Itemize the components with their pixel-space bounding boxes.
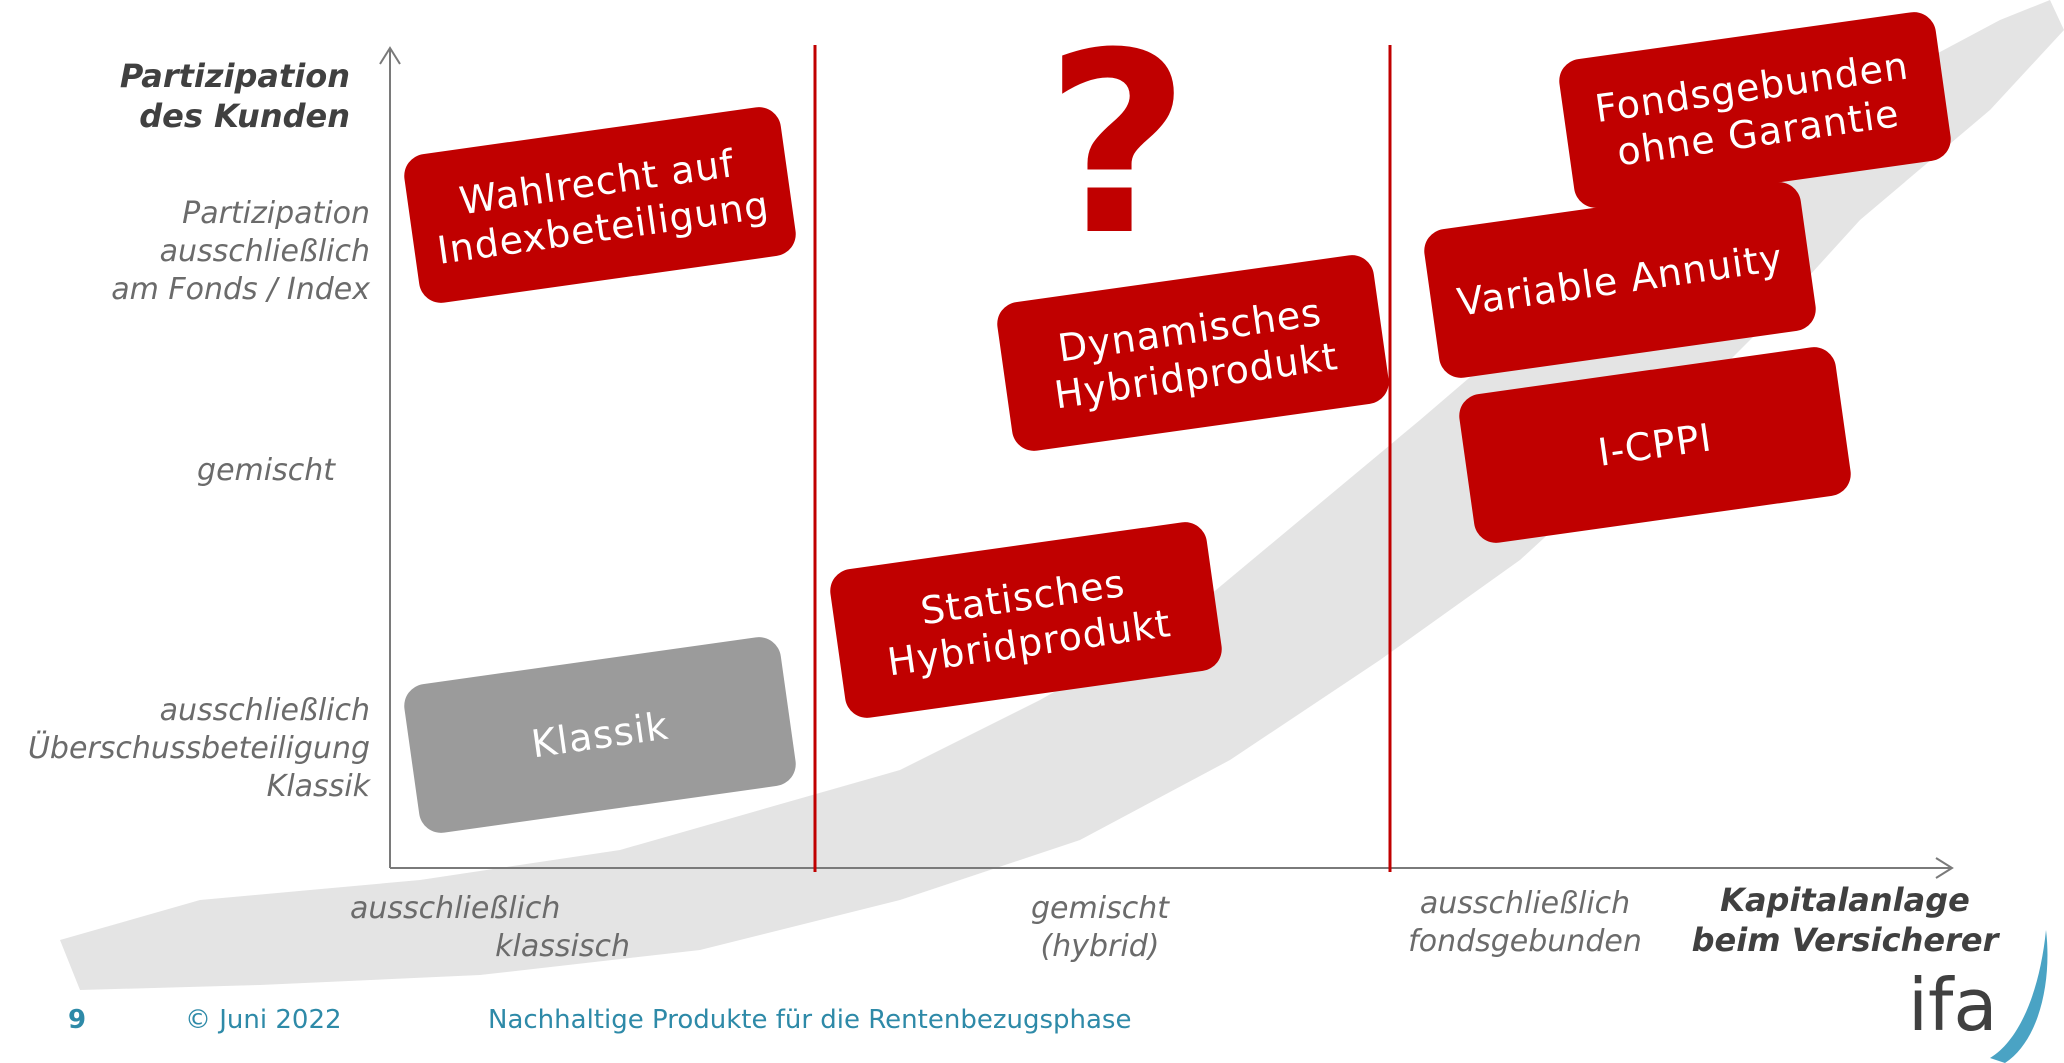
y-axis-title: Partizipation des Kunden xyxy=(119,57,350,135)
footer-title: Nachhaltige Produkte für die Rentenbezug… xyxy=(488,1005,1132,1035)
footer-date: © Juni 2022 xyxy=(185,1005,342,1035)
x-category-klassisch: ausschließlich klassisch xyxy=(350,891,630,964)
y-level-klassik: ausschließlich Überschussbeteiligung Kla… xyxy=(27,693,370,804)
x-axis-arrowhead xyxy=(1935,857,1954,879)
x-category-hybrid: gemischt (hybrid) xyxy=(1031,891,1169,964)
y-level-gemischt: gemischt xyxy=(197,453,335,488)
ifa-logo: ifa xyxy=(1908,963,1998,1047)
footer-page-number: 9 xyxy=(68,1005,87,1035)
logo-swoosh xyxy=(1990,930,2048,1063)
x-axis-title: Kapitalanlage beim Versicherer xyxy=(1691,881,1999,959)
y-level-fonds-index: Partizipation ausschließlich am Fonds / … xyxy=(111,196,370,307)
y-axis-arrowhead xyxy=(379,46,401,65)
question-mark: ? xyxy=(1045,0,1191,290)
x-category-fondsgebunden: ausschließlich fondsgebunden xyxy=(1408,886,1642,959)
